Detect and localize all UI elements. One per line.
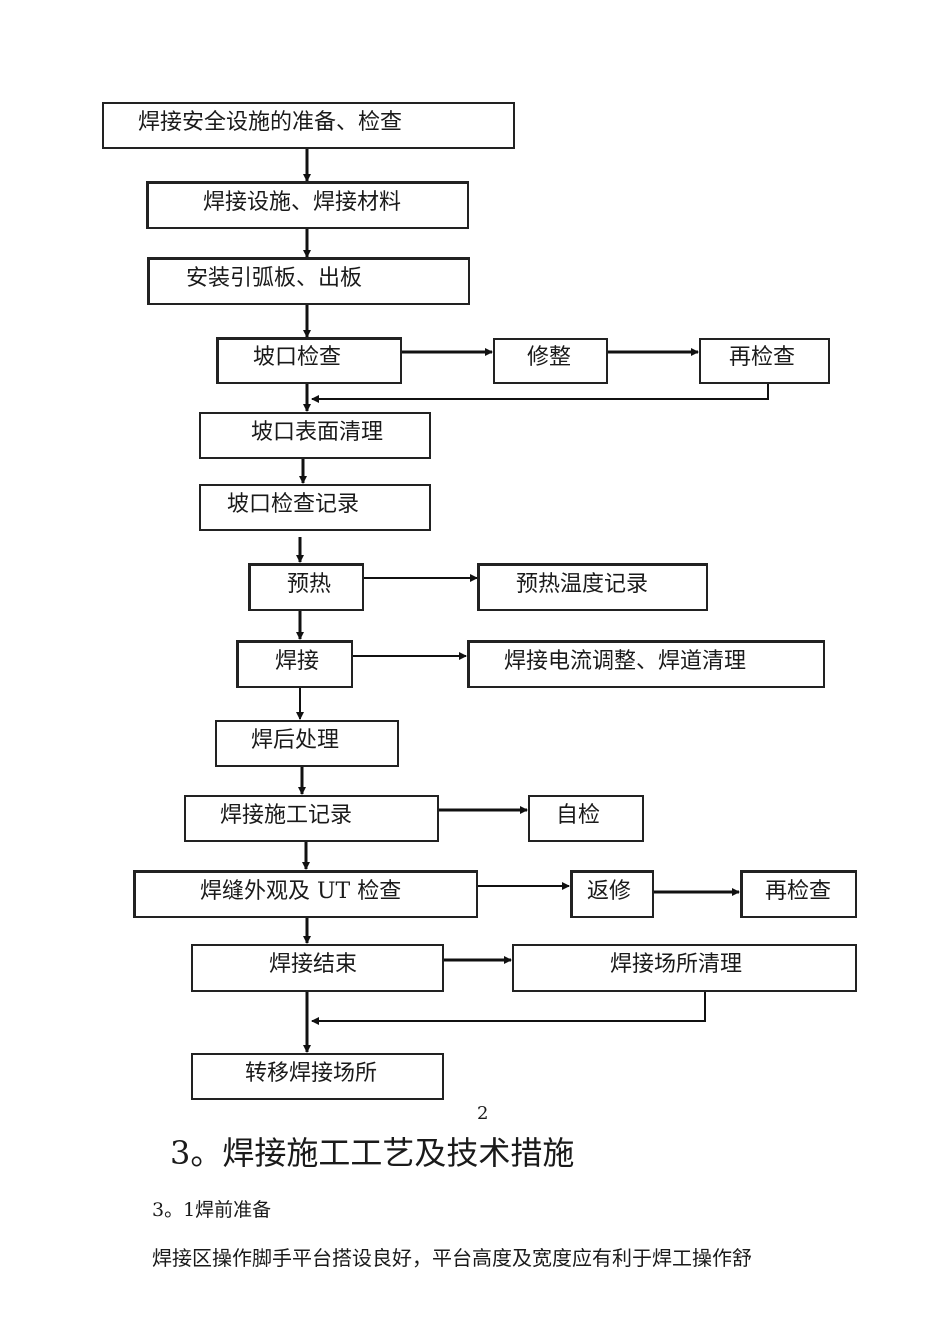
flow-box: 焊后处理	[215, 720, 399, 767]
flow-box: 焊接	[236, 640, 353, 688]
feedback-arrow	[311, 383, 769, 403]
flow-box: 焊接电流调整、焊道清理	[467, 640, 825, 688]
flow-box: 自检	[528, 795, 644, 842]
flow-box: 安装引弧板、出板	[147, 257, 470, 305]
page-number: 2	[477, 1103, 489, 1124]
flow-box: 预热	[248, 563, 364, 611]
subsection-title: 3。1焊前准备	[152, 1199, 272, 1221]
flow-box: 焊接设施、焊接材料	[146, 181, 469, 229]
flow-box: 再检查	[699, 338, 830, 384]
flow-box: 再检查	[740, 870, 857, 918]
flow-box: 预热温度记录	[477, 563, 708, 611]
flow-box: 坡口检查记录	[199, 484, 431, 531]
flow-box: 转移焊接场所	[191, 1053, 444, 1100]
feedback-arrow	[311, 991, 706, 1025]
flow-box: 焊缝外观及 UT 检查	[133, 870, 478, 918]
flow-box: 焊接结束	[191, 944, 444, 992]
flow-box: 坡口表面清理	[199, 412, 431, 459]
flow-box: 坡口检查	[216, 337, 402, 384]
flow-box: 焊接施工记录	[184, 795, 439, 842]
paragraph: 焊接区操作脚手平台搭设良好，平台高度及宽度应有利于焊工操作舒	[152, 1246, 752, 1270]
flow-box: 返修	[570, 870, 654, 918]
flow-box: 焊接场所清理	[512, 944, 857, 992]
flow-box: 修整	[493, 338, 608, 384]
flow-box: 焊接安全设施的准备、检查	[102, 102, 515, 149]
section-title: 3。焊接施工工艺及技术措施	[170, 1134, 575, 1172]
